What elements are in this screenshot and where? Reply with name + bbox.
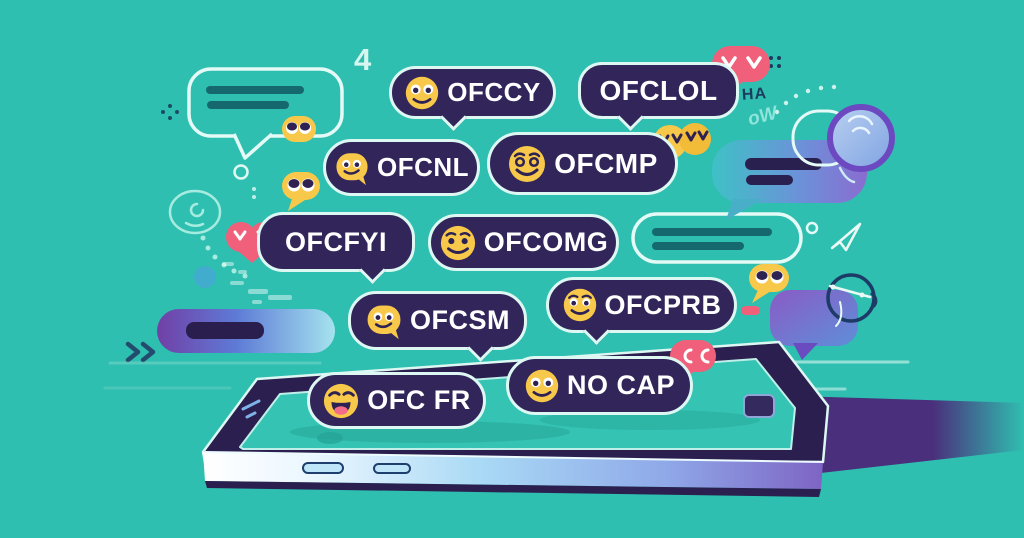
bubble-label: OFCLOL [599, 74, 718, 106]
chat-bubble-ofcfyi[interactable]: OFCFYI [257, 212, 415, 272]
raised-brow-smiley-emoji-icon [563, 288, 596, 322]
bubble-label: NO CAP [566, 370, 675, 400]
phone-motion-trail [795, 396, 1024, 474]
phone-button [302, 462, 344, 474]
glitch-pixels [194, 262, 292, 304]
chat-bubble-ofcnl[interactable]: OFCNL [323, 139, 480, 196]
doodle-thought-circle-icon [168, 189, 248, 279]
bubble-label: OFCNL [376, 152, 470, 182]
bubble-label: OFCOMG [483, 227, 609, 257]
chat-bubble-ofcfr[interactable]: OFC FR [307, 372, 486, 429]
floating-number: 4 [354, 42, 372, 77]
bubble-label: OFCFYI [285, 226, 387, 257]
wide-eyes-smiley-emoji-icon [406, 76, 439, 109]
paper-plane-icon [805, 221, 862, 252]
raised-brow-smiley-emoji-icon [440, 225, 475, 260]
eyes-emoji-icon [282, 172, 320, 211]
wide-eyes-smiley-emoji-icon [525, 369, 559, 402]
chat-bubble-smiley-emoji-icon [336, 152, 368, 185]
eyes-emoji-icon [282, 116, 316, 142]
phone-camera [743, 394, 775, 418]
phone-side-edge [203, 452, 823, 489]
phone-bottom-strip [205, 481, 821, 497]
gradient-circle-icon [791, 104, 895, 184]
eyes-emoji-icon [749, 264, 789, 303]
dotted-arc [769, 56, 837, 115]
chat-bubble-ofcomg[interactable]: OFCOMG [428, 214, 619, 271]
chat-bubble-ofcprb[interactable]: OFCPRB [546, 277, 737, 333]
laughing-smiley-emoji-icon [324, 383, 359, 418]
bubble-label: OFC FR [367, 385, 471, 415]
outline-chat-bubble-mid-right-icon [631, 212, 803, 264]
small-circle-and-dots-icon [161, 104, 256, 199]
chat-bubble-nocap[interactable]: NO CAP [506, 356, 693, 415]
chat-bubble-smiley-emoji-icon [367, 304, 401, 339]
gradient-message-pill-icon [157, 309, 335, 353]
chat-bubble-ofcmp[interactable]: OFCMP [487, 132, 678, 195]
chat-bubble-ofccy[interactable]: OFCCY [389, 66, 556, 119]
gradient-chat-bubble-small-icon [770, 273, 878, 360]
double-chevron-icon [125, 341, 156, 363]
bubble-label: OFCPRB [604, 289, 722, 320]
raised-brow-smiley-emoji-icon [509, 145, 546, 182]
pink-dash [741, 306, 760, 315]
chat-bubble-ofclol[interactable]: OFCLOL [578, 62, 739, 119]
phone-button [373, 463, 411, 474]
bubble-label: OFCCY [447, 77, 541, 107]
floating-ha-text: HA [741, 85, 768, 104]
outline-chat-bubble-top-left-icon [187, 67, 344, 160]
bubble-label: OFCSM [410, 305, 510, 335]
bubble-label: OFCMP [554, 147, 658, 179]
chat-bubble-ofcsm[interactable]: OFCSM [348, 291, 527, 350]
